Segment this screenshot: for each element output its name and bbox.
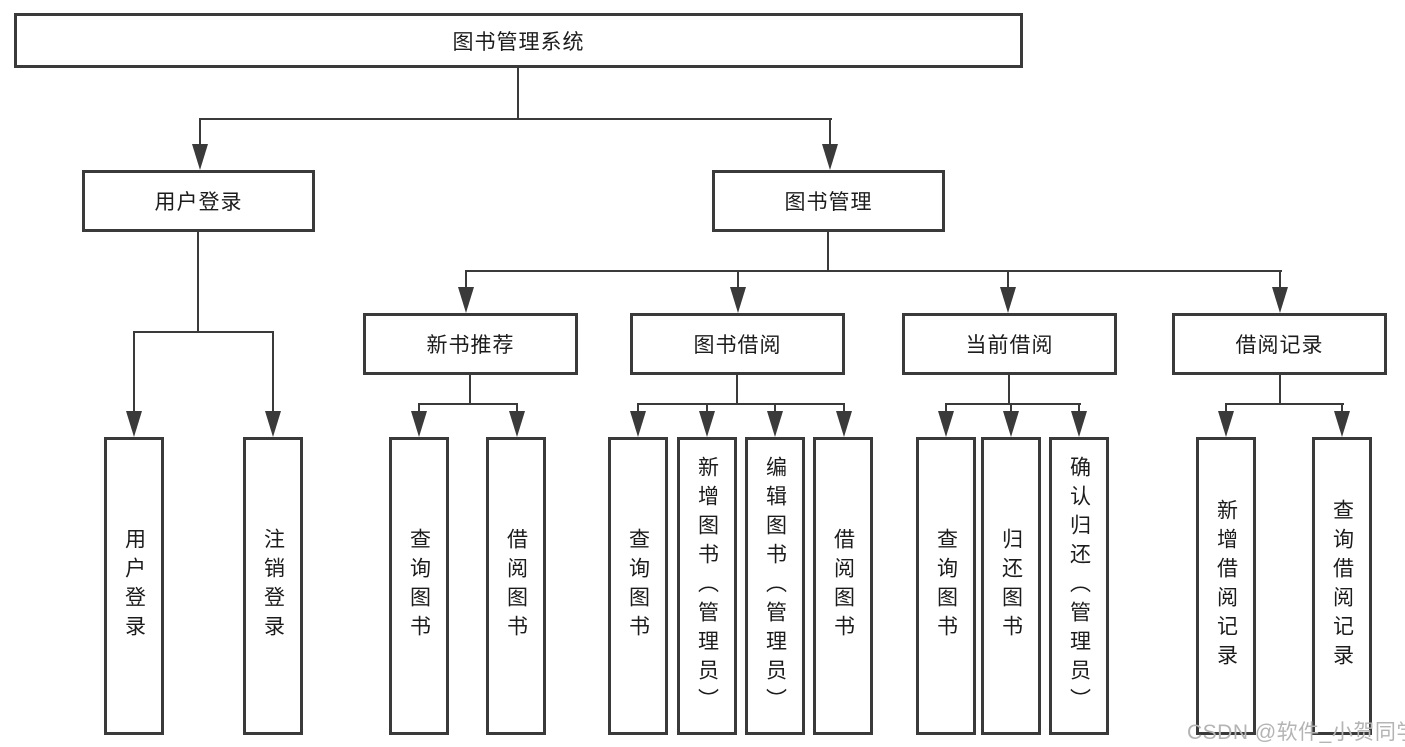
connector-borrow-drop-3 (774, 403, 776, 413)
arrow-down-icon (411, 411, 427, 437)
leaf-query-books-recommend: 查询图书 (389, 437, 449, 735)
node-current-borrow: 当前借阅 (902, 313, 1117, 375)
leaf-borrow-book: 借阅图书 (813, 437, 873, 735)
connector-book-mgmt-stem (827, 232, 829, 272)
arrow-down-icon (730, 287, 746, 313)
arrow-down-icon (192, 144, 208, 170)
connector-records-drop-2 (1341, 403, 1343, 413)
arrow-down-icon (699, 411, 715, 437)
arrow-down-icon (938, 411, 954, 437)
connector-borrow-drop-1 (637, 403, 639, 413)
connector-borrow-drop-4 (843, 403, 845, 413)
connector-root-hline (199, 118, 832, 120)
arrow-down-icon (1000, 287, 1016, 313)
csdn-watermark: CSDN @软件_小贺同学 (1187, 721, 1405, 744)
arrow-down-icon (1272, 287, 1288, 313)
node-new-book-recommend: 新书推荐 (363, 313, 578, 375)
node-book-management: 图书管理 (712, 170, 945, 232)
connector-book-mgmt-drop-4 (1279, 270, 1281, 289)
connector-user-login-drop-1 (133, 331, 135, 411)
connector-root-stem (517, 68, 519, 120)
node-borrow-records: 借阅记录 (1172, 313, 1387, 375)
connector-borrow-drop-2 (706, 403, 708, 413)
arrow-down-icon (509, 411, 525, 437)
connector-records-stem (1279, 375, 1281, 405)
connector-book-mgmt-drop-2 (737, 270, 739, 289)
connector-user-login-stem (197, 232, 199, 333)
leaf-add-borrow-record: 新增借阅记录 (1196, 437, 1256, 735)
leaf-borrow-books-recommend: 借阅图书 (486, 437, 546, 735)
connector-current-stem (1008, 375, 1010, 405)
node-book-management-system: 图书管理系统 (14, 13, 1023, 68)
connector-records-hline (1225, 403, 1344, 405)
node-user-login: 用户登录 (82, 170, 315, 232)
connector-user-login-drop-2 (272, 331, 274, 411)
connector-borrow-hline (637, 403, 845, 405)
arrow-down-icon (1071, 411, 1087, 437)
connector-recommend-drop-2 (516, 403, 518, 413)
leaf-return-book: 归还图书 (981, 437, 1041, 735)
connector-recommend-stem (469, 375, 471, 405)
connector-book-mgmt-drop-3 (1007, 270, 1009, 289)
connector-root-drop-left (199, 118, 201, 146)
leaf-confirm-return-admin: 确认归还（管理员） (1049, 437, 1109, 735)
connector-book-mgmt-hline (465, 270, 1282, 272)
arrow-down-icon (767, 411, 783, 437)
connector-book-mgmt-drop-1 (465, 270, 467, 289)
connector-borrow-stem (736, 375, 738, 405)
connector-current-hline (945, 403, 1081, 405)
leaf-user-login: 用户登录 (104, 437, 164, 735)
leaf-query-borrow-record: 查询借阅记录 (1312, 437, 1372, 735)
arrow-down-icon (1334, 411, 1350, 437)
connector-current-drop-2 (1010, 403, 1012, 413)
connector-root-drop-right (829, 118, 831, 146)
connector-recommend-hline (418, 403, 518, 405)
leaf-add-book-admin: 新增图书（管理员） (677, 437, 737, 735)
connector-current-drop-1 (945, 403, 947, 413)
leaf-edit-book-admin: 编辑图书（管理员） (745, 437, 805, 735)
leaf-query-books-borrow: 查询图书 (608, 437, 668, 735)
arrow-down-icon (1003, 411, 1019, 437)
arrow-down-icon (630, 411, 646, 437)
leaf-logout: 注销登录 (243, 437, 303, 735)
connector-current-drop-3 (1078, 403, 1080, 413)
connector-recommend-drop-1 (418, 403, 420, 413)
arrow-down-icon (836, 411, 852, 437)
node-book-borrow: 图书借阅 (630, 313, 845, 375)
arrow-down-icon (458, 287, 474, 313)
leaf-query-books-current: 查询图书 (916, 437, 976, 735)
connector-user-login-hline (133, 331, 274, 333)
arrow-down-icon (265, 411, 281, 437)
arrow-down-icon (126, 411, 142, 437)
arrow-down-icon (1218, 411, 1234, 437)
connector-records-drop-1 (1225, 403, 1227, 413)
arrow-down-icon (822, 144, 838, 170)
